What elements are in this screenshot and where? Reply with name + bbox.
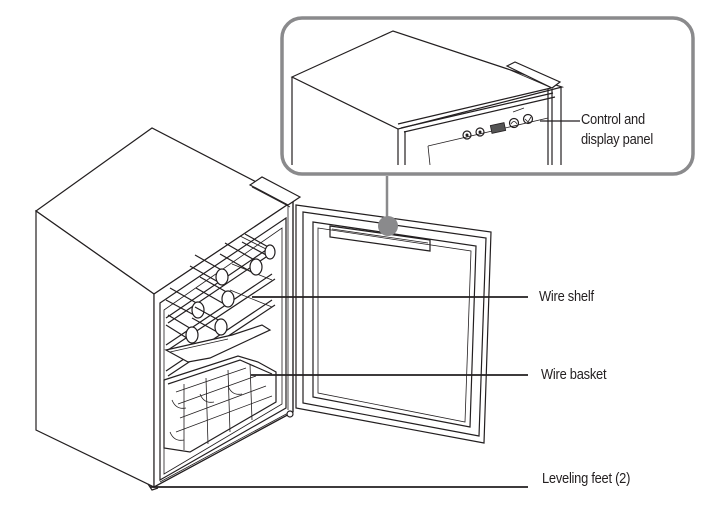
wire-basket — [163, 355, 277, 453]
bottle-icon — [165, 314, 199, 344]
button-up-icon — [475, 127, 485, 137]
bottle-icon — [241, 233, 276, 260]
bottle-icon — [195, 276, 235, 308]
bottle-icon — [165, 287, 205, 319]
display-icon — [489, 122, 507, 134]
inset-callout — [280, 16, 695, 236]
leveling-foot-icon — [147, 483, 159, 491]
leader-lines — [150, 296, 528, 488]
wire-shelves — [164, 233, 276, 377]
callout-dot — [378, 216, 398, 236]
bottle-icon — [219, 242, 263, 276]
label-wire-basket: Wire basket — [541, 366, 607, 383]
light-button-icon — [508, 117, 520, 129]
label-control-panel-line2: display panel — [581, 131, 653, 148]
cabinet-base — [153, 411, 294, 488]
label-control-panel-line1: Control and — [581, 111, 645, 128]
label-wire-shelf: Wire shelf — [539, 288, 594, 305]
power-button-icon — [522, 113, 534, 125]
door — [286, 204, 492, 444]
bottle-icon — [189, 254, 229, 286]
label-leveling-feet: Leveling feet (2) — [542, 470, 631, 487]
top-hinge — [248, 176, 302, 208]
bottle-icon — [191, 306, 228, 336]
button-down-icon — [462, 130, 472, 140]
